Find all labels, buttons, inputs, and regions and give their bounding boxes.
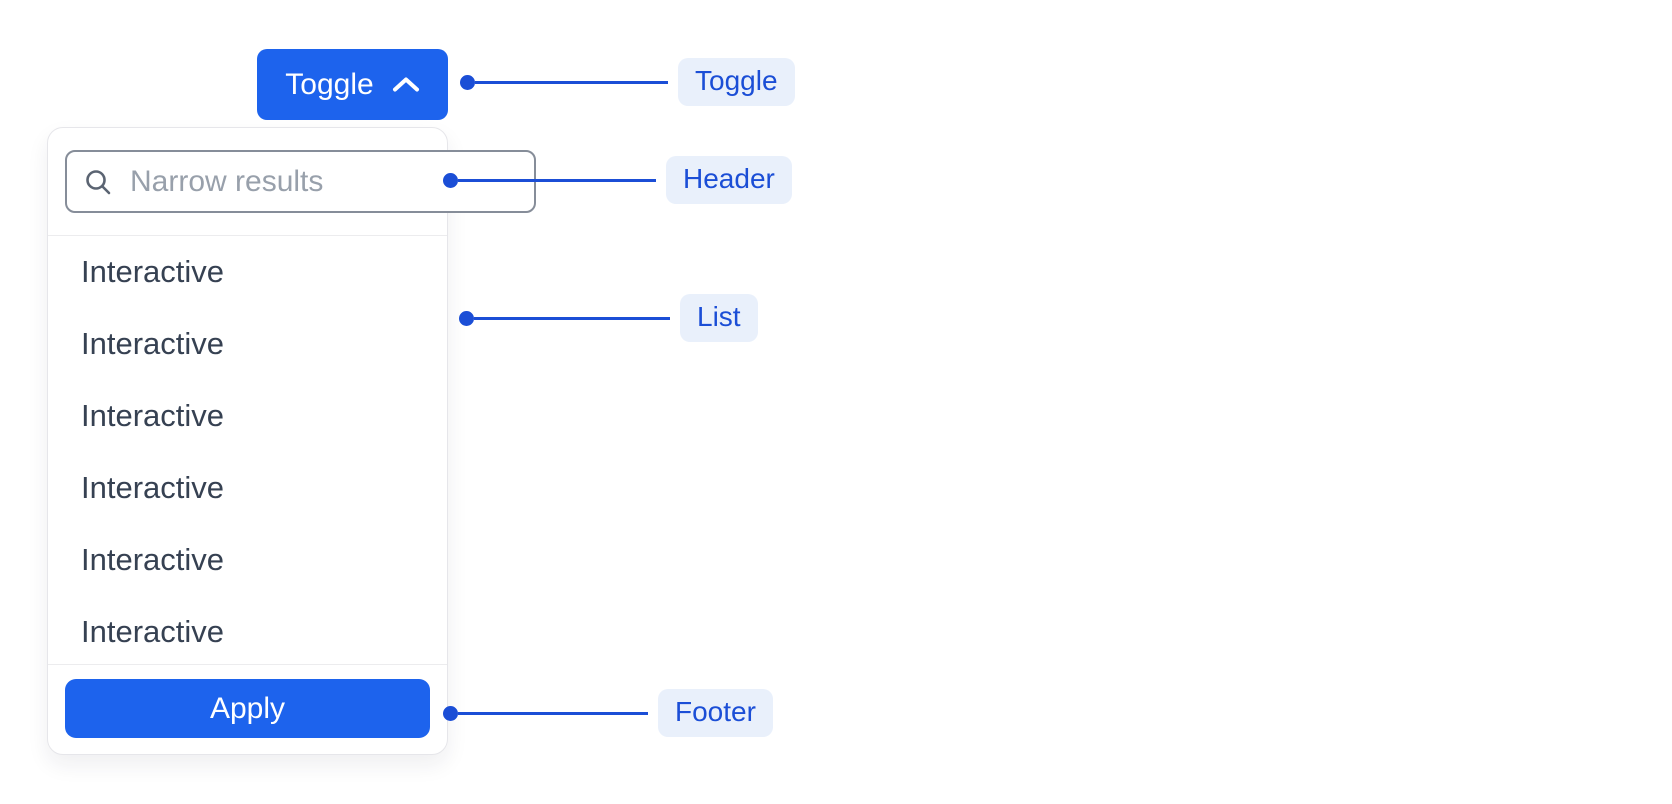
list-item[interactable]: Interactive xyxy=(81,470,225,505)
toggle-button-label: Toggle xyxy=(285,67,374,101)
annotation-toggle: Toggle xyxy=(460,58,795,106)
annotation-footer: Footer xyxy=(443,689,773,737)
search-icon xyxy=(83,167,113,197)
annotation-toggle-label: Toggle xyxy=(678,58,795,106)
annotation-dot xyxy=(443,172,458,188)
list-item[interactable]: Interactive xyxy=(81,542,225,577)
list-item[interactable]: Interactive xyxy=(81,398,225,433)
annotation-dot xyxy=(443,705,458,721)
annotation-footer-label: Footer xyxy=(658,689,773,737)
annotation-list: List xyxy=(459,294,758,342)
list-item[interactable]: Interactive xyxy=(81,326,225,361)
annotation-dot xyxy=(460,74,475,90)
apply-button[interactable]: Apply xyxy=(65,679,430,738)
annotation-line xyxy=(475,80,668,84)
annotation-header-label: Header xyxy=(666,156,792,204)
toggle-button[interactable]: Toggle xyxy=(257,49,448,120)
annotation-dot xyxy=(459,310,474,326)
annotation-list-label: List xyxy=(680,294,758,342)
dropdown-panel: Interactive Interactive Interactive Inte… xyxy=(47,127,536,755)
dropdown-header xyxy=(48,128,536,236)
annotation-line xyxy=(458,711,648,715)
annotation-header: Header xyxy=(443,156,792,204)
dropdown-list: Interactive Interactive Interactive Inte… xyxy=(48,236,447,664)
chevron-up-icon xyxy=(392,76,420,93)
annotation-line xyxy=(474,316,670,320)
list-item[interactable]: Interactive xyxy=(81,614,225,649)
dropdown-footer: Apply xyxy=(48,664,447,754)
annotation-line xyxy=(458,178,656,182)
list-item[interactable]: Interactive xyxy=(81,254,225,289)
